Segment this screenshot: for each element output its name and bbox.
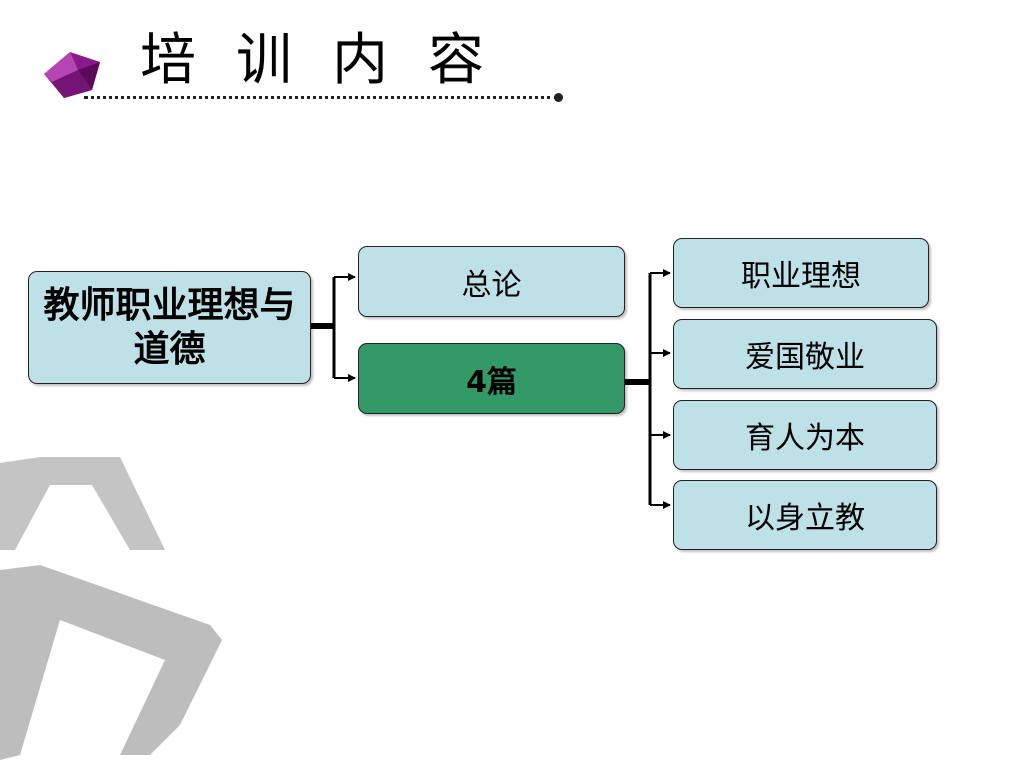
root-node-label: 教师职业理想与道德: [43, 284, 296, 370]
title-underline-dot: [554, 93, 563, 102]
watermark-logo: [0, 457, 222, 760]
node-four-chapters-label: 4篇: [466, 364, 517, 400]
leaf-node: 育人为本: [673, 400, 937, 470]
node-general-theory-label: 总论: [461, 267, 522, 303]
purple-gem-icon: [44, 52, 100, 98]
node-four-chapters: 4篇: [358, 343, 625, 414]
leaf-node-label: 爱国敬业: [745, 340, 865, 375]
leaf-node: 爱国敬业: [673, 319, 937, 389]
leaf-node-label: 职业理想: [741, 259, 861, 294]
leaf-node-label: 以身立教: [745, 501, 865, 536]
leaf-node: 以身立教: [673, 480, 937, 550]
leaf-node-label: 育人为本: [745, 421, 865, 456]
page-title: 培训内容: [140, 28, 524, 93]
leaf-node: 职业理想: [673, 238, 929, 308]
title-underline: [84, 96, 558, 99]
node-general-theory: 总论: [358, 246, 625, 317]
root-node: 教师职业理想与道德: [28, 271, 311, 384]
